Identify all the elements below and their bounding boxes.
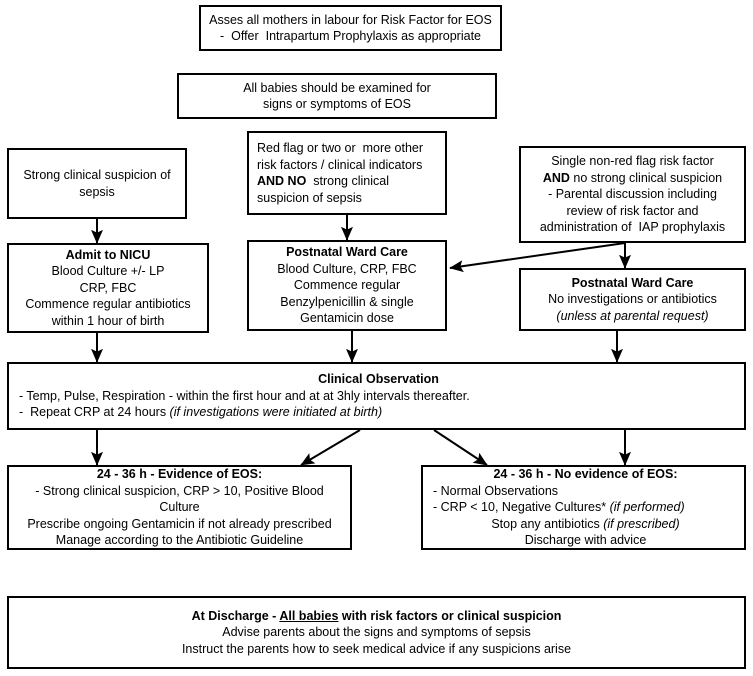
single-flag-line-3: - Parental discussion including xyxy=(548,187,717,202)
clinical-observation-title: Clinical Observation xyxy=(318,372,439,387)
box-assess-mothers: Asses all mothers in labour for Risk Fac… xyxy=(199,5,502,51)
admit-nicu-line-3: Commence regular antibiotics xyxy=(25,297,191,312)
no-evidence-eos-line-4: Discharge with advice xyxy=(524,533,647,548)
arrow-observation-to-no-evidence-diagonal xyxy=(433,429,488,466)
admit-nicu-line-4: within 1 hour of birth xyxy=(51,313,165,328)
examine-babies-line-1: All babies should be examined for xyxy=(243,80,431,95)
postnatal-treat-line-3: Benzylpenicillin & single xyxy=(280,294,414,309)
examine-babies-line-2: signs or symptoms of EOS xyxy=(263,97,411,111)
red-flag-line-3: AND NO strong clinical xyxy=(257,174,389,188)
single-flag-bold-segment: AND xyxy=(542,170,570,185)
postnatal-treat-line-1: Blood Culture, CRP, FBC xyxy=(277,261,417,276)
box-evidence-of-eos: 24 - 36 h - Evidence of EOS: - Strong cl… xyxy=(7,465,352,550)
single-flag-line-4: review of risk factor and xyxy=(566,203,699,218)
no-evidence-eos-line-2: - CRP < 10, Negative Cultures* (if perfo… xyxy=(433,500,685,515)
postnatal-observe-line-2: (unless at parental request) xyxy=(556,308,709,323)
no-evidence-eos-title: 24 - 36 h - No evidence of EOS: xyxy=(493,467,678,482)
box-postnatal-ward-care-treat: Postnatal Ward Care Blood Culture, CRP, … xyxy=(247,240,447,331)
at-discharge-line-1: Advise parents about the signs and sympt… xyxy=(222,625,531,640)
clinical-observation-line-1: - Temp, Pulse, Respiration - within the … xyxy=(19,388,470,403)
postnatal-treat-title: Postnatal Ward Care xyxy=(286,245,408,260)
evidence-eos-title: 24 - 36 h - Evidence of EOS: xyxy=(96,467,263,482)
red-flag-line-2: risk factors / clinical indicators xyxy=(257,157,423,172)
postnatal-observe-line-1: No investigations or antibiotics xyxy=(548,292,717,307)
admit-nicu-line-2: CRP, FBC xyxy=(79,280,137,295)
evidence-eos-line-3: Prescribe ongoing Gentamicin if not alre… xyxy=(27,516,332,531)
box-at-discharge: At Discharge - All babies with risk fact… xyxy=(7,596,746,669)
assess-mothers-line-1: Asses all mothers in labour for Risk Fac… xyxy=(209,12,492,27)
clinical-observation-italic-segment: (if investigations were initiated at bir… xyxy=(169,405,383,420)
red-flag-line-4: suspicion of sepsis xyxy=(257,190,362,205)
box-clinical-observation: Clinical Observation - Temp, Pulse, Resp… xyxy=(7,362,746,430)
assess-mothers-line-2: - Offer Intrapartum Prophylaxis as appro… xyxy=(220,29,481,43)
at-discharge-title: At Discharge - All babies with risk fact… xyxy=(191,608,562,623)
no-evidence-eos-line-1: - Normal Observations xyxy=(433,483,559,498)
postnatal-treat-line-4: Gentamicin dose xyxy=(300,311,394,326)
single-flag-line-1: Single non-red flag risk factor xyxy=(551,154,714,169)
evidence-eos-line-1: - Strong clinical suspicion, CRP > 10, P… xyxy=(35,483,328,515)
admit-nicu-title: Admit to NICU xyxy=(65,247,151,262)
strong-suspicion-line-1: Strong clinical suspicion of xyxy=(23,168,171,182)
at-discharge-line-2: Instruct the parents how to seek medical… xyxy=(181,641,572,656)
box-red-flag-risk-factors: Red flag or two or more other risk facto… xyxy=(247,131,447,215)
arrow-observation-to-evidence-diagonal xyxy=(300,429,361,466)
box-single-non-red-flag: Single non-red flag risk factor AND no s… xyxy=(519,146,746,243)
postnatal-observe-title: Postnatal Ward Care xyxy=(571,275,694,290)
red-flag-bold-segment: AND NO xyxy=(257,174,307,188)
strong-suspicion-line-2: sepsis xyxy=(79,184,115,199)
box-postnatal-ward-care-observe: Postnatal Ward Care No investigations or… xyxy=(519,268,746,331)
single-flag-line-2: AND no strong clinical suspicion xyxy=(542,170,723,185)
red-flag-line-1: Red flag or two or more other xyxy=(257,141,424,155)
single-flag-line-5: administration of IAP prophylaxis xyxy=(539,220,726,235)
postnatal-treat-line-2: Commence regular xyxy=(293,278,401,293)
box-no-evidence-of-eos: 24 - 36 h - No evidence of EOS: - Normal… xyxy=(421,465,746,550)
no-evidence-italic-prescribed: (if prescribed) xyxy=(603,516,680,531)
clinical-observation-line-2: - Repeat CRP at 24 hours (if investigati… xyxy=(19,405,383,420)
box-admit-to-nicu: Admit to NICU Blood Culture +/- LP CRP, … xyxy=(7,243,209,333)
evidence-eos-line-4: Manage according to the Antibiotic Guide… xyxy=(55,533,304,548)
arrow-singleflag-to-postnatal-treat xyxy=(449,242,626,273)
at-discharge-underlined-segment: All babies xyxy=(279,608,339,623)
box-strong-clinical-suspicion: Strong clinical suspicion of sepsis xyxy=(7,148,187,219)
no-evidence-eos-line-3: Stop any antibiotics (if prescribed) xyxy=(491,516,680,531)
box-examine-babies: All babies should be examined for signs … xyxy=(177,73,497,119)
admit-nicu-line-1: Blood Culture +/- LP xyxy=(51,264,165,279)
no-evidence-italic-performed: (if performed) xyxy=(609,500,685,515)
